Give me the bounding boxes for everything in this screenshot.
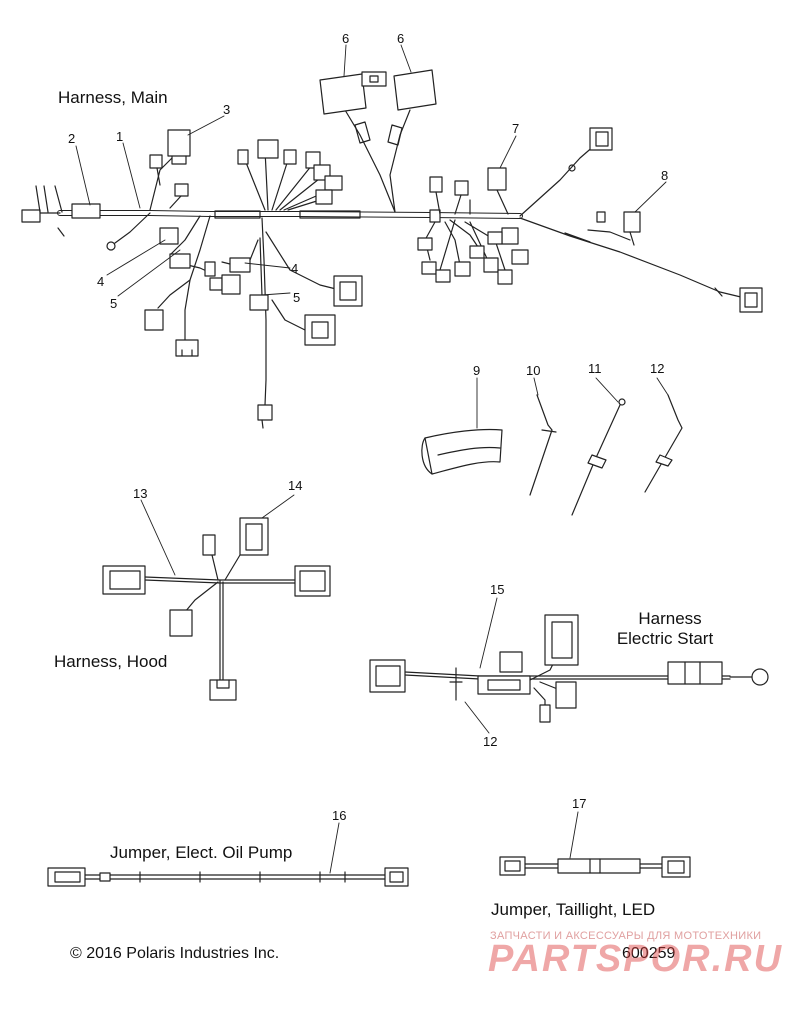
harness-electric-start-assembly <box>369 614 769 723</box>
title-jumper-oil-pump: Jumper, Elect. Oil Pump <box>110 843 293 862</box>
watermark-tagline: ЗАПЧАСТИ И АКСЕССУАРЫ ДЛЯ МОТОТЕХНИКИ <box>490 930 762 942</box>
callout-3: 3 <box>223 102 231 117</box>
title-jumper-taillight: Jumper, Taillight, LED <box>491 900 656 919</box>
callout-5-left: 5 <box>110 296 118 311</box>
callout-12-bottom: 12 <box>483 734 498 749</box>
copyright-notice: © 2016 Polaris Industries Inc. <box>70 945 280 962</box>
callout-7: 7 <box>512 121 520 136</box>
callout-4-right: 4 <box>291 261 299 276</box>
harness-main-assembly <box>21 109 763 429</box>
callout-2: 2 <box>68 131 76 146</box>
harness-hood-assembly <box>102 517 331 701</box>
callout-11: 11 <box>588 361 602 376</box>
callout-6-left: 6 <box>342 31 350 46</box>
cable-tie-11 <box>571 398 626 516</box>
callout-17: 17 <box>572 796 587 811</box>
callout-4-left: 4 <box>97 274 105 289</box>
sleeve-9 <box>421 428 503 475</box>
callout-6-right: 6 <box>397 31 405 46</box>
title-harness-electric-start-line1: Harness <box>638 609 702 628</box>
callout-leader-lines <box>75 44 669 874</box>
title-harness-electric-start-line2: Electric Start <box>616 629 714 648</box>
relay-6-small-connector <box>361 71 387 87</box>
callout-14: 14 <box>288 478 303 493</box>
title-harness-main: Harness, Main <box>58 88 168 107</box>
callout-10: 10 <box>526 363 541 378</box>
diagram-id: 600259 <box>622 945 676 962</box>
callout-8: 8 <box>661 168 669 183</box>
watermark-brand: PARTSPOR.RU <box>488 938 784 980</box>
jumper-taillight-assembly <box>499 856 691 878</box>
cable-tie-12 <box>644 394 683 493</box>
relay-6-right <box>393 69 437 111</box>
callout-15: 15 <box>490 582 505 597</box>
callout-5-right: 5 <box>293 290 301 305</box>
jumper-oil-pump-assembly <box>47 867 409 887</box>
callout-9: 9 <box>473 363 481 378</box>
callout-12-top: 12 <box>650 361 665 376</box>
title-harness-hood: Harness, Hood <box>54 652 168 671</box>
callout-1: 1 <box>116 129 124 144</box>
cable-tie-10 <box>529 394 557 496</box>
callout-13: 13 <box>133 486 148 501</box>
callout-16: 16 <box>332 808 347 823</box>
relay-6-left <box>319 73 367 115</box>
